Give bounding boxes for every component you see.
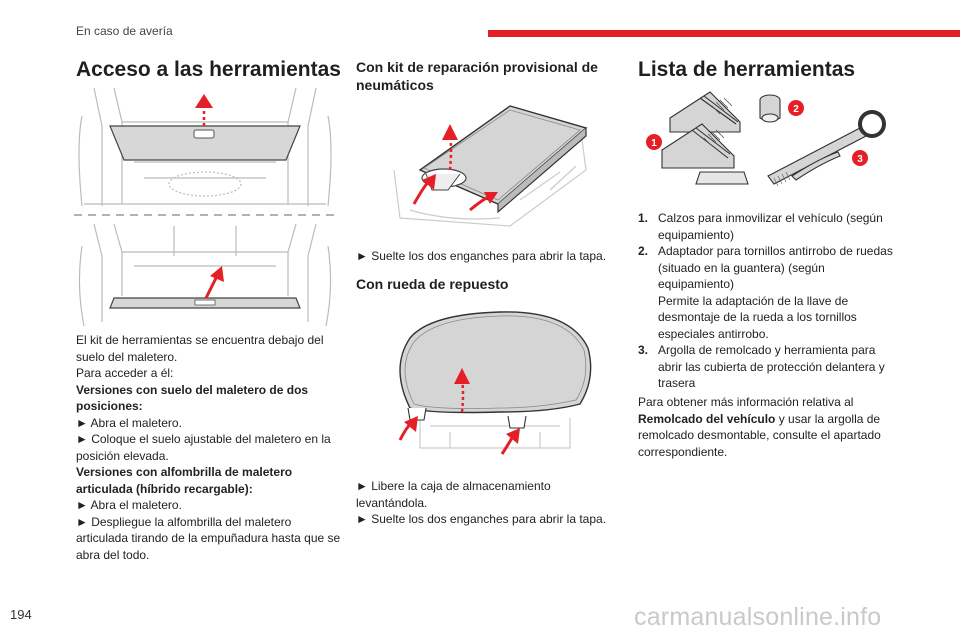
tools-illustration: 1 2 3 — [640, 88, 890, 196]
more-info-text: y usar la argolla de remolcado desmontab… — [638, 411, 881, 459]
list-item-line: Permite la adaptación de la llave de des… — [658, 293, 857, 341]
col2-step: ► Suelte los dos enganches para abrir la… — [356, 512, 607, 526]
callout-2: 2 — [793, 104, 799, 115]
header-accent-bar — [488, 30, 960, 37]
callout-3: 3 — [857, 154, 863, 165]
col3-title: Lista de herramientas — [638, 58, 856, 81]
page-number: 194 — [10, 607, 32, 622]
callout-1: 1 — [651, 138, 657, 149]
list-item: 3. Argolla de remolcado y herramienta pa… — [638, 342, 898, 392]
col2-title-repair-kit: Con kit de reparación provisional de neu… — [356, 59, 598, 94]
list-item-number: 3. — [638, 343, 649, 357]
col1-subheading: Versiones con suelo del maletero de dos … — [76, 382, 309, 414]
list-item-line: Adaptador para tornillos antirrobo de ru… — [658, 244, 893, 291]
col1-paragraph: ► Abra el maletero. — [76, 415, 182, 430]
tools-list: 1. Calzos para inmovilizar el vehículo (… — [638, 210, 898, 392]
list-item-number: 1. — [638, 211, 649, 225]
list-item-number: 2. — [638, 244, 649, 258]
repair-kit-illustration — [390, 100, 590, 228]
more-info-text: Para obtener más información relativa al — [638, 395, 854, 409]
list-item: 2. Adaptador para tornillos antirrobo de… — [638, 243, 898, 342]
spare-wheel-illustration — [390, 308, 598, 458]
col3-more-info: Para obtener más información relativa al… — [638, 394, 896, 460]
col1-paragraph: ► Abra el maletero. — [76, 498, 182, 512]
col2-title-spare-wheel: Con rueda de repuesto — [356, 276, 509, 292]
list-item-text: Argolla de remolcado y herramienta para … — [658, 343, 885, 390]
col2-text-repair-kit: ► Suelte los dos enganches para abrir la… — [356, 249, 607, 263]
list-item: 1. Calzos para inmovilizar el vehículo (… — [638, 210, 898, 243]
col1-title: Acceso a las herramientas — [76, 58, 341, 81]
col1-subheading: Versiones con alfombrilla de maletero ar… — [76, 465, 293, 496]
watermark: carmanualsonline.info — [634, 603, 882, 631]
col2-step: ► Libere la caja de almacenamiento levan… — [356, 479, 551, 510]
col1-paragraph: ► Coloque el suelo ajustable del maleter… — [76, 432, 331, 463]
col2-text-spare-wheel: ► Libere la caja de almacenamiento levan… — [356, 478, 618, 528]
col1-paragraph: El kit de herramientas se encuentra deba… — [76, 333, 324, 364]
trunk-illustration — [74, 86, 336, 330]
list-item-text: Adaptador para tornillos antirrobo de ru… — [658, 243, 898, 342]
header-section-title: En caso de avería — [76, 24, 173, 38]
col1-paragraph: Para acceder a él: — [76, 366, 174, 380]
col1-paragraph: ► Despliegue la alfombrilla del maletero… — [76, 514, 341, 562]
list-item-text: Calzos para inmovilizar el vehículo (seg… — [658, 211, 883, 242]
more-info-link-text: Remolcado del vehículo — [638, 411, 776, 426]
col1-body: El kit de herramientas se encuentra deba… — [76, 332, 342, 563]
